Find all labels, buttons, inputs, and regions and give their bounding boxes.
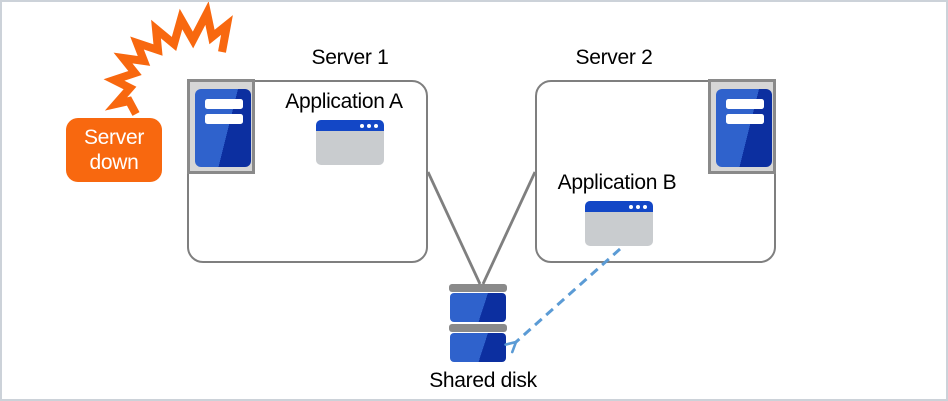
disk-cap (449, 284, 507, 292)
server-tower-icon (708, 79, 776, 174)
shared-disk-label: Shared disk (429, 369, 537, 392)
application-b-label: Application B (557, 171, 677, 194)
disk-stack-icon (449, 284, 507, 364)
callout-text-line: Server (83, 126, 145, 149)
server2-label: Server 2 (575, 46, 653, 69)
window-dot-icon (643, 204, 647, 209)
drive-slot (726, 99, 764, 109)
connector-server1-disk (426, 171, 482, 285)
window-dot-icon (360, 123, 364, 128)
app-window-icon (316, 120, 384, 165)
window-titlebar (585, 201, 653, 212)
server-tower-body (716, 89, 772, 167)
window-dot-icon (367, 123, 371, 128)
drive-slot (726, 114, 764, 124)
disk-cap (449, 324, 507, 332)
server-tower-icon (187, 79, 255, 174)
window-dot-icon (636, 204, 640, 209)
server-down-callout: Server down (66, 118, 162, 182)
server1-label: Server 1 (311, 46, 389, 69)
window-dot-icon (629, 204, 633, 209)
drive-slot (205, 114, 243, 124)
disk-platter (450, 333, 506, 362)
disk-platter (450, 293, 506, 322)
drive-slot (205, 99, 243, 109)
window-titlebar (316, 120, 384, 131)
window-dot-icon (374, 123, 378, 128)
app-window-icon (585, 201, 653, 246)
server-tower-body (195, 89, 251, 167)
connector-server2-disk (481, 171, 537, 285)
application-a-label: Application A (285, 90, 403, 113)
callout-text-line: down (89, 151, 139, 174)
